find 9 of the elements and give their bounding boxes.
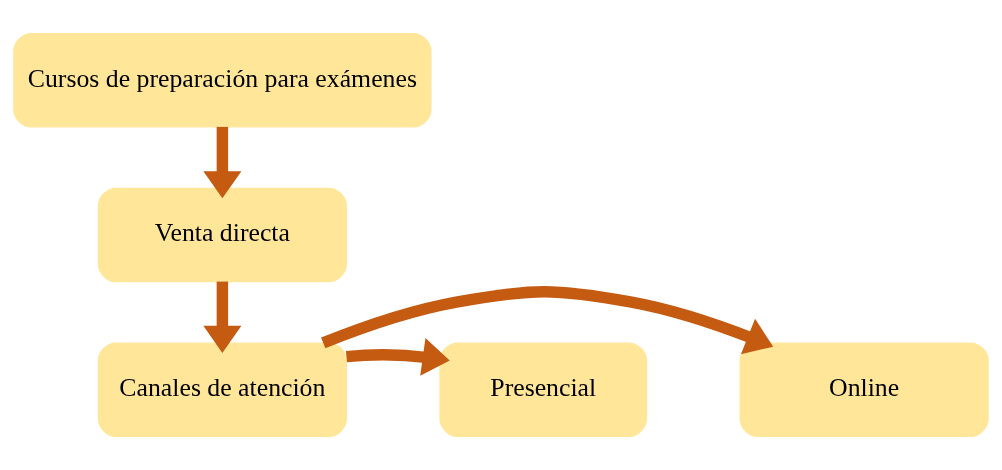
arrow: [203, 281, 242, 354]
node-box: Venta directa: [97, 187, 347, 283]
arrow: [203, 126, 242, 199]
arrow: [345, 338, 450, 376]
arrow: [321, 285, 774, 355]
node-box: Cursos de preparación para exámenes: [13, 33, 432, 128]
node-box: Presencial: [439, 342, 648, 437]
node-box: Online: [739, 342, 989, 437]
node-box: Canales de atención: [97, 342, 347, 437]
